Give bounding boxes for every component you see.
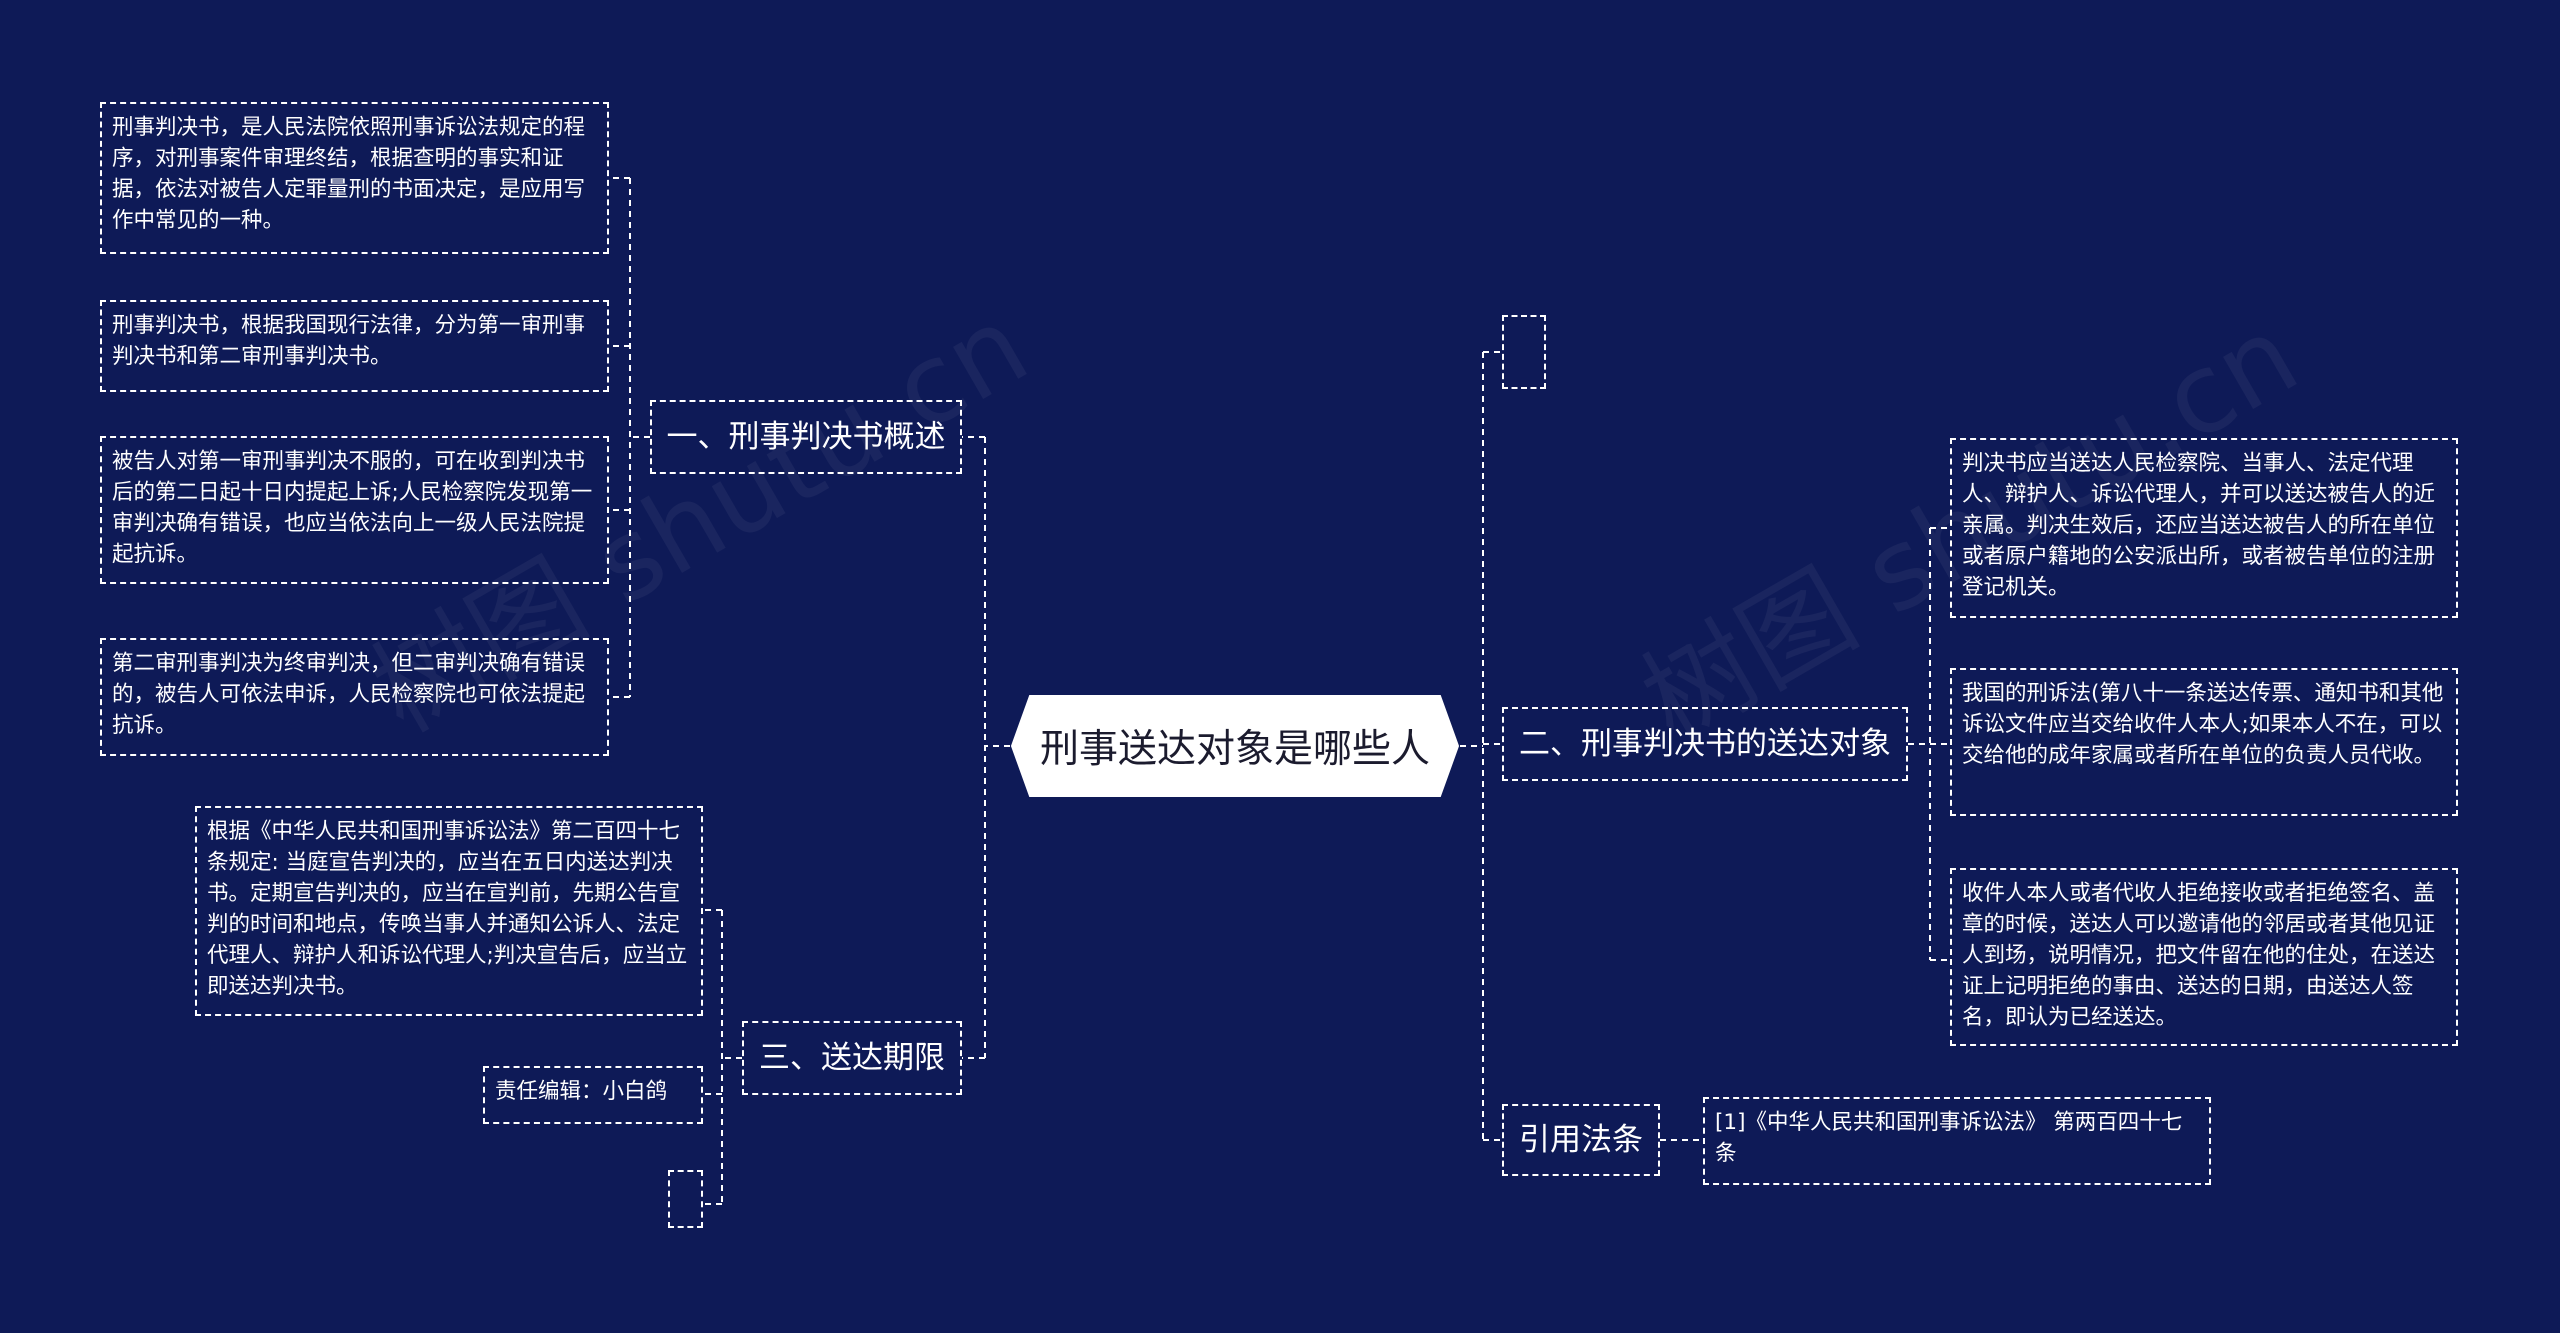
connector-root-right: [1460, 351, 1502, 1141]
branch-overview-label: 一、刑事判决书概述: [666, 419, 946, 455]
leaf-overview-definition[interactable]: 刑事判决书，是人民法院依照刑事诉讼法规定的程序，对刑事案件审理终结，根据查明的事…: [100, 102, 609, 254]
branch-cited-law-label: 引用法条: [1519, 1122, 1643, 1158]
leaf-deadline-editor[interactable]: 责任编辑：小白鸽: [483, 1066, 703, 1124]
branch-delivery-targets-label: 二、刑事判决书的送达对象: [1519, 726, 1891, 762]
leaf-targets-procedure-law[interactable]: 我国的刑诉法(第八十一条送达传票、通知书和其他诉讼文件应当交给收件人本人;如果本…: [1950, 668, 2458, 816]
empty-topic[interactable]: [1502, 315, 1546, 389]
root-hexagon-shape: [1010, 695, 1460, 797]
connector-root-left: [962, 436, 1010, 1059]
branch-delivery-targets[interactable]: 二、刑事判决书的送达对象: [1502, 707, 1908, 781]
branch-delivery-deadline-label: 三、送达期限: [759, 1040, 945, 1076]
connector-b2-leaves: [1908, 527, 1950, 961]
leaf-targets-refusal[interactable]: 收件人本人或者代收人拒绝接收或者拒绝签名、盖章的时候，送达人可以邀请他的邻居或者…: [1950, 868, 2458, 1046]
leaf-overview-appeal[interactable]: 被告人对第一审刑事判决不服的，可在收到判决书后的第二日起十日内提起上诉;人民检察…: [100, 436, 609, 584]
root-topic[interactable]: 刑事送达对象是哪些人: [1010, 694, 1460, 798]
branch-overview[interactable]: 一、刑事判决书概述: [650, 400, 962, 474]
connector-b1-leaves: [609, 177, 650, 698]
leaf-targets-recipients[interactable]: 判决书应当送达人民检察院、当事人、法定代理人、辩护人、诉讼代理人，并可以送达被告…: [1950, 438, 2458, 618]
leaf-overview-types[interactable]: 刑事判决书，根据我国现行法律，分为第一审刑事判决书和第二审刑事判决书。: [100, 300, 609, 392]
leaf-cited-law-article[interactable]: [1]《中华人民共和国刑事诉讼法》 第两百四十七条: [1703, 1097, 2211, 1185]
branch-delivery-deadline[interactable]: 三、送达期限: [742, 1021, 962, 1095]
empty-topic[interactable]: [668, 1170, 703, 1228]
branch-cited-law[interactable]: 引用法条: [1502, 1104, 1660, 1176]
leaf-overview-final-judgment[interactable]: 第二审刑事判决为终审判决，但二审判决确有错误的，被告人可依法申诉，人民检察院也可…: [100, 638, 609, 756]
leaf-deadline-rule[interactable]: 根据《中华人民共和国刑事诉讼法》第二百四十七条规定: 当庭宣告判决的，应当在五日…: [195, 806, 703, 1016]
root-topic-label: 刑事送达对象是哪些人: [1039, 727, 1430, 772]
connector-b3-leaves: [703, 909, 742, 1205]
